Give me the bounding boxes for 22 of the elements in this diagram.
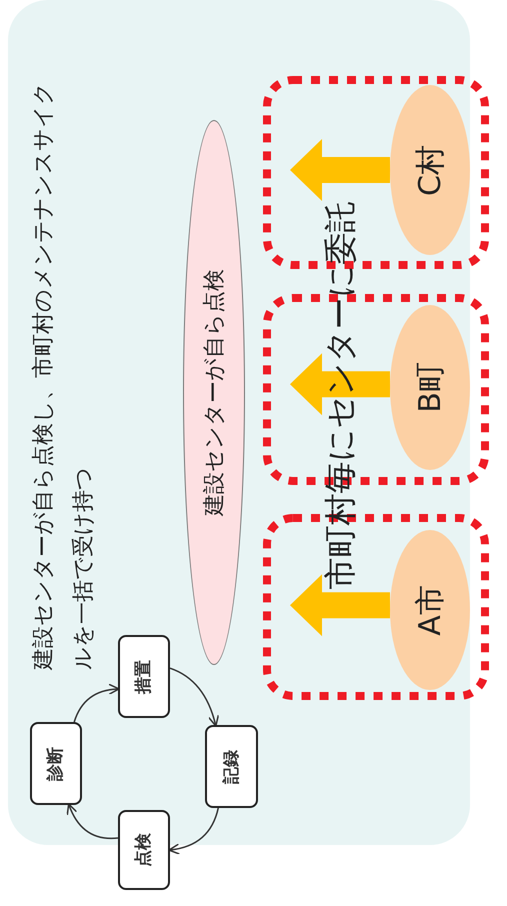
node-label: 措置 — [132, 660, 154, 694]
step-box — [30, 722, 82, 805]
node-label: 建設センターが自ら点検 — [200, 269, 228, 516]
arrow — [74, 684, 120, 722]
node-label: 診断 — [44, 746, 66, 780]
node-label: A市 — [412, 584, 448, 636]
arrow — [290, 139, 390, 201]
arrow — [66, 803, 118, 840]
step-box — [118, 635, 170, 718]
step-box — [118, 810, 170, 890]
annotation-text: 市町村毎にセンターに委託 — [320, 200, 360, 592]
arrow — [170, 668, 219, 727]
node-label: C村 — [412, 144, 448, 196]
dashed-box — [262, 75, 490, 270]
description-text: 建設センターが自ら点検し、市町村のメンテナンスサイクルを一括で受け持つ — [30, 81, 97, 670]
arrow — [290, 353, 390, 416]
arrow — [168, 808, 219, 854]
arrow — [290, 574, 390, 636]
node-label: B町 — [412, 362, 448, 413]
node-label: 記録 — [220, 750, 242, 784]
node-label: 点検 — [132, 833, 154, 867]
step-box — [205, 725, 258, 808]
